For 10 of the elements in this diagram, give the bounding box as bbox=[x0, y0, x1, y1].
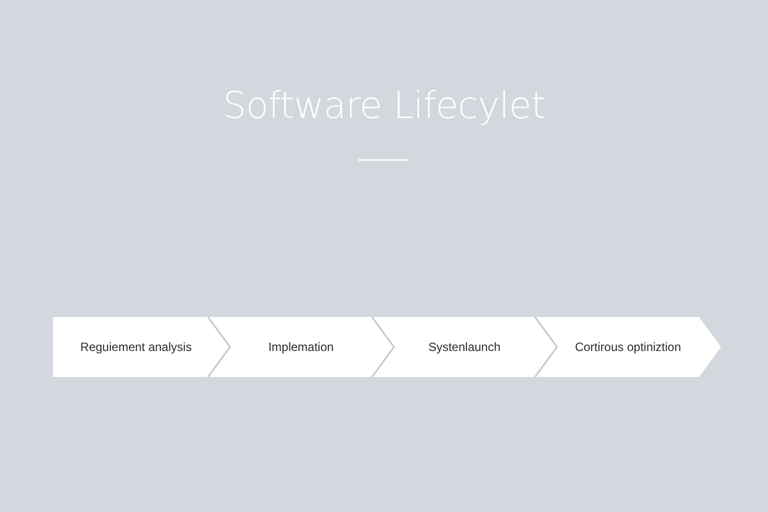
step-divider bbox=[534, 316, 558, 378]
step-label: Cortirous optiniztion bbox=[574, 340, 682, 354]
step-label: Implemation bbox=[268, 340, 334, 354]
process-step bbox=[535, 317, 721, 377]
process-step bbox=[208, 317, 394, 377]
step-label: Reguiement analysis bbox=[80, 340, 192, 354]
process-step bbox=[53, 317, 230, 377]
process-step bbox=[372, 317, 557, 377]
step-divider bbox=[207, 316, 231, 378]
step-label: Systenlaunch bbox=[428, 340, 501, 354]
